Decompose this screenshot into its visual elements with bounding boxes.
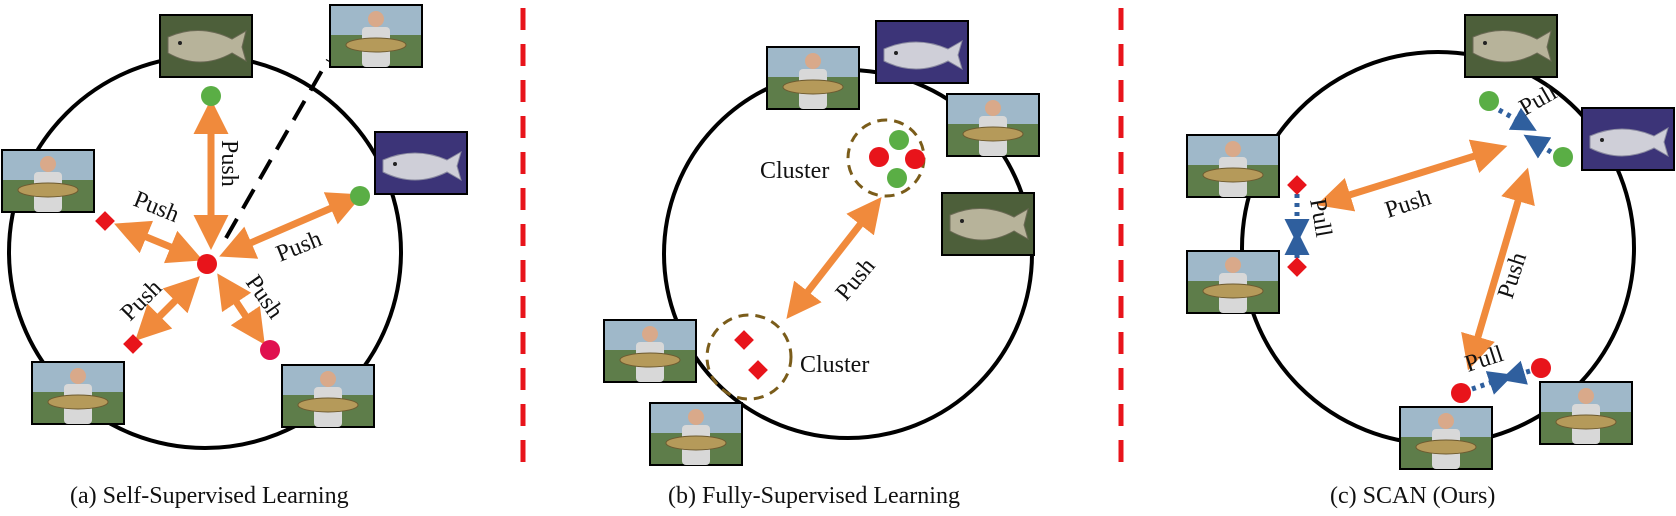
push-arrow [219, 192, 363, 259]
pull-arrow [1523, 134, 1553, 159]
push-arrow [114, 220, 203, 264]
fish-photo-icon [374, 131, 468, 195]
red-class-point [905, 149, 925, 169]
push-arrow [786, 196, 882, 320]
angler-photo-icon [1186, 250, 1280, 314]
red-class-point [260, 340, 280, 360]
caption-c: (c) SCAN (Ours) [1330, 483, 1496, 509]
angler-photo-icon [31, 361, 125, 425]
red-class-diamond [734, 330, 754, 350]
angler-photo-icon [946, 93, 1040, 157]
angler-photo-icon [649, 402, 743, 466]
red-class-diamond [748, 360, 768, 380]
push-label: Push [216, 140, 242, 187]
red-class-diamond [95, 211, 115, 231]
fish-photo-icon [941, 192, 1035, 256]
red-class-diamond [123, 334, 143, 354]
pull-arrow [1471, 371, 1514, 395]
angler-photo-icon [1, 149, 95, 213]
cluster-label: Cluster [760, 158, 829, 184]
pull-arrow [1500, 360, 1531, 385]
angler-photo-icon [281, 364, 375, 428]
green-class-point [201, 86, 221, 106]
fish-photo-icon [1464, 14, 1558, 78]
push-arrow [1316, 139, 1508, 212]
fish-photo-icon [159, 14, 253, 78]
push-arrow [217, 273, 265, 345]
caption-b: (b) Fully-Supervised Learning [668, 483, 960, 509]
fish-photo-icon [1581, 107, 1675, 171]
angler-photo-icon [1539, 381, 1633, 445]
green-class-point [1553, 147, 1573, 167]
angler-photo-icon [1399, 406, 1493, 470]
red-class-diamond [1287, 257, 1307, 277]
panel-a: Push Push Push Push Push [1, 4, 468, 450]
angler-photo-icon [1186, 134, 1280, 198]
red-class-diamond [1287, 175, 1307, 195]
push-label: Push [1382, 185, 1434, 224]
green-class-point [889, 130, 909, 150]
pull-arrow [1497, 107, 1537, 131]
pull-label: Pull [1304, 197, 1336, 240]
red-class-point [1451, 383, 1471, 403]
fish-photo-icon [875, 20, 969, 84]
pull-label: Pull [1462, 341, 1507, 378]
push-arrow [1461, 167, 1535, 371]
panel-b: Cluster Cluster Push [603, 20, 1040, 466]
caption-a: (a) Self-Supervised Learning [70, 483, 349, 509]
push-arrow [135, 276, 200, 341]
pull-label: Pull [1515, 79, 1562, 121]
green-class-point [350, 186, 370, 206]
angler-photo-icon [603, 319, 697, 383]
green-class-point [1479, 91, 1499, 111]
green-class-point [887, 168, 907, 188]
panel-c: Push Push Pull Pull Pull [1186, 14, 1675, 470]
red-class-point [869, 147, 889, 167]
red-class-point [1531, 358, 1551, 378]
cluster-label: Cluster [800, 352, 869, 378]
cluster-ring [705, 313, 793, 401]
angler-photo-icon [766, 46, 860, 110]
red-anchor-point [197, 254, 217, 274]
angler-photo-icon [329, 4, 423, 68]
push-label: Push [831, 253, 881, 305]
push-label: Push [130, 186, 183, 228]
